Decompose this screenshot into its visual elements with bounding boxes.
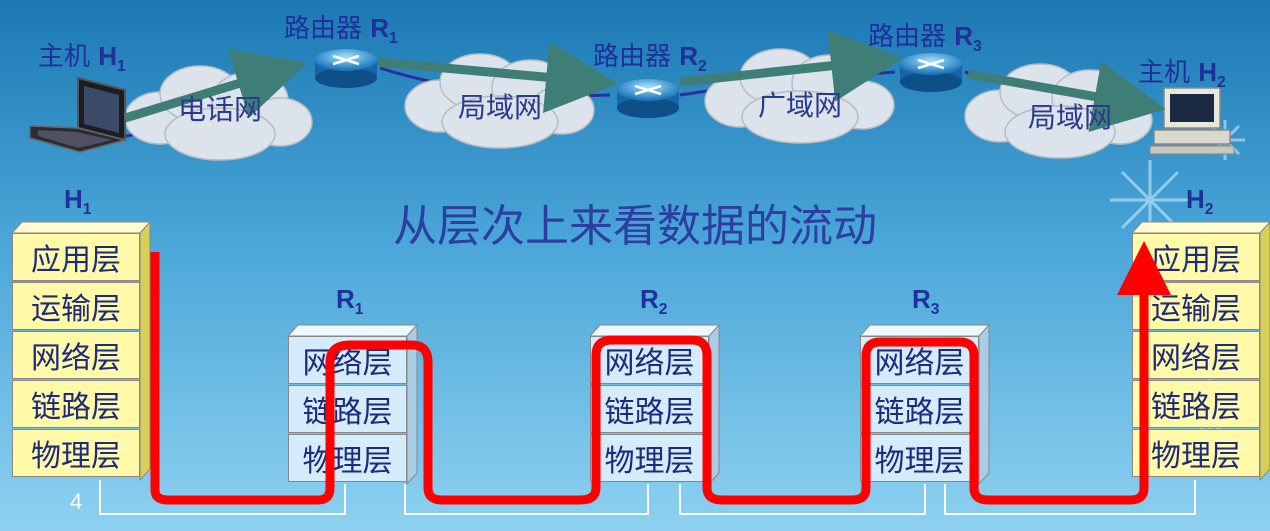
layer-link: 链路层 xyxy=(1132,380,1260,428)
stack-label-h2: H2 xyxy=(1186,184,1214,219)
desktop-computer-icon xyxy=(1149,87,1235,155)
host1-label: 主机 H1 xyxy=(38,41,126,76)
protocol-stack-h2: 应用层 运输层 网络层 链路层 物理层 xyxy=(1132,233,1260,480)
diagram-title: 从层次上来看数据的流动 xyxy=(393,201,877,252)
protocol-stack-h1: 应用层 运输层 网络层 链路层 物理层 xyxy=(12,233,140,480)
layer-transport: 运输层 xyxy=(1132,282,1260,330)
layer-link: 链路层 xyxy=(860,385,979,433)
layer-network: 网络层 xyxy=(1132,331,1260,379)
laptop-icon xyxy=(29,76,128,153)
cloud-label-lan1: 局域网 xyxy=(457,91,542,124)
layer-link: 链路层 xyxy=(590,385,709,433)
protocol-stack-r3: 网络层 链路层 物理层 xyxy=(860,336,979,484)
router2-label: 路由器 R2 xyxy=(593,41,707,76)
router-icon xyxy=(315,49,962,118)
host2-label: 主机 H2 xyxy=(1138,57,1226,92)
layer-network: 网络层 xyxy=(12,331,140,379)
layer-physical: 物理层 xyxy=(12,429,140,477)
layer-network: 网络层 xyxy=(860,336,979,384)
stack-label-r1: R1 xyxy=(336,284,364,319)
cloud-label-telephone: 电话网 xyxy=(177,93,262,126)
layer-physical: 物理层 xyxy=(288,434,407,482)
cloud-label-lan2: 局域网 xyxy=(1027,101,1112,134)
page-number: 4 xyxy=(70,489,83,514)
router1-label: 路由器 R1 xyxy=(284,13,398,48)
stack-label-r3: R3 xyxy=(912,284,940,319)
layer-link: 链路层 xyxy=(288,385,407,433)
protocol-stack-r2: 网络层 链路层 物理层 xyxy=(590,336,709,484)
cloud-label-wan: 广域网 xyxy=(757,89,842,122)
layer-network: 网络层 xyxy=(590,336,709,384)
protocol-stack-r1: 网络层 链路层 物理层 xyxy=(288,336,407,484)
layer-application: 应用层 xyxy=(1132,233,1260,281)
layer-network: 网络层 xyxy=(288,336,407,384)
layer-physical: 物理层 xyxy=(1132,429,1260,477)
data-path-arrows xyxy=(123,29,1166,132)
stack-label-r2: R2 xyxy=(640,284,668,319)
layer-physical: 物理层 xyxy=(590,434,709,482)
layer-application: 应用层 xyxy=(12,233,140,281)
router3-label: 路由器 R3 xyxy=(868,21,982,56)
layer-transport: 运输层 xyxy=(12,282,140,330)
stack-label-h1: H1 xyxy=(64,184,92,219)
layer-link: 链路层 xyxy=(12,380,140,428)
layer-physical: 物理层 xyxy=(860,434,979,482)
